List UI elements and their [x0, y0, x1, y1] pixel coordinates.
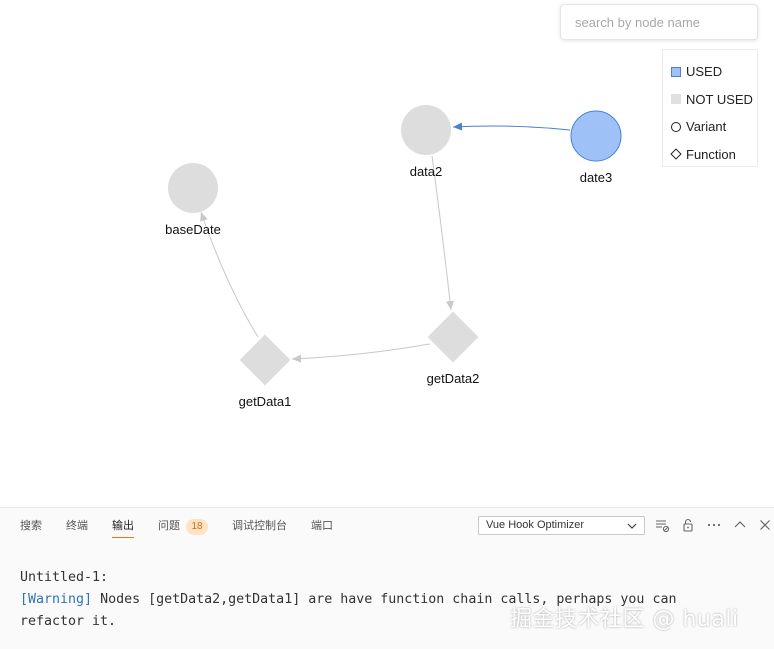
- legend-item-not-used[interactable]: NOT USED: [671, 86, 757, 114]
- node-label: baseDate: [165, 222, 221, 237]
- tab-label: 问题: [158, 519, 180, 532]
- tab-label: 终端: [66, 519, 88, 532]
- bottom-panel: 搜索 终端 输出 问题 18 调试控制台 端口 Vue Hook Optimize…: [0, 507, 774, 649]
- edge-date3-data2: [452, 122, 571, 131]
- watermark: 掘金技术社区 @ huali: [510, 607, 739, 632]
- more-icon[interactable]: [706, 517, 722, 533]
- tab-ports[interactable]: 端口: [311, 517, 333, 537]
- node-label: getData2: [427, 371, 480, 386]
- panel-tabs: 搜索 终端 输出 问题 18 调试控制台 端口: [20, 517, 357, 538]
- lock-icon[interactable]: [680, 517, 696, 533]
- node-baseDate[interactable]: baseDate: [165, 163, 221, 237]
- legend-item-function[interactable]: Function: [670, 141, 757, 169]
- legend-label: NOT USED: [686, 91, 753, 107]
- tab-label: 端口: [311, 519, 333, 532]
- node-getData1[interactable]: getData1: [239, 334, 292, 409]
- graph-svg[interactable]: baseDate data2 date3 getData2 getData1: [0, 0, 774, 507]
- list-clear-icon[interactable]: [654, 517, 670, 533]
- output-file-line: Untitled-1:: [20, 570, 109, 585]
- edge-data2-getData2: [431, 155, 454, 311]
- diamond-icon: [670, 148, 682, 160]
- legend-item-used[interactable]: USED: [671, 58, 757, 86]
- problems-count-badge: 18: [186, 519, 208, 535]
- node-label: date3: [580, 170, 613, 185]
- legend-label: USED: [686, 64, 723, 80]
- legend-label: Function: [686, 146, 736, 162]
- not-used-swatch-icon: [671, 94, 681, 105]
- node-data2[interactable]: data2: [401, 105, 451, 179]
- tab-label: 调试控制台: [232, 519, 287, 532]
- edge-getData1-baseDate: [200, 211, 259, 338]
- tab-problems[interactable]: 问题 18: [158, 517, 208, 537]
- legend-item-variant[interactable]: Variant: [671, 113, 757, 141]
- node-label: data2: [410, 164, 443, 179]
- graph-canvas[interactable]: baseDate data2 date3 getData2 getData1: [0, 0, 774, 507]
- chevron-up-icon[interactable]: [732, 517, 748, 533]
- warning-message: Nodes [getData2,getData1] are have funct…: [92, 592, 677, 607]
- circle-icon: [671, 121, 681, 132]
- warning-tag: [Warning]: [20, 592, 93, 607]
- node-label: getData1: [239, 394, 292, 409]
- output-channel-select[interactable]: Vue Hook Optimizer: [478, 516, 645, 535]
- tab-label: 搜索: [20, 519, 42, 532]
- output-channel-value: Vue Hook Optimizer: [486, 519, 585, 531]
- close-icon[interactable]: [757, 517, 773, 533]
- tab-output[interactable]: 输出: [112, 517, 134, 538]
- warning-message-cont: refactor it.: [20, 614, 117, 629]
- chevron-down-icon: [627, 523, 637, 529]
- tab-terminal[interactable]: 终端: [66, 517, 88, 537]
- tab-debug-console[interactable]: 调试控制台: [232, 517, 287, 537]
- legend-label: Variant: [686, 119, 727, 135]
- edge-getData2-getData1: [291, 343, 431, 363]
- output-text: Untitled-1: [Warning] Nodes [getData2,ge…: [20, 567, 676, 633]
- search-input[interactable]: [560, 4, 758, 40]
- node-date3[interactable]: date3: [570, 110, 622, 185]
- legend: USED NOT USED Variant Function: [662, 49, 758, 167]
- tab-label: 输出: [112, 519, 134, 532]
- used-swatch-icon: [671, 66, 681, 77]
- tab-search[interactable]: 搜索: [20, 517, 42, 537]
- node-getData2[interactable]: getData2: [427, 311, 480, 386]
